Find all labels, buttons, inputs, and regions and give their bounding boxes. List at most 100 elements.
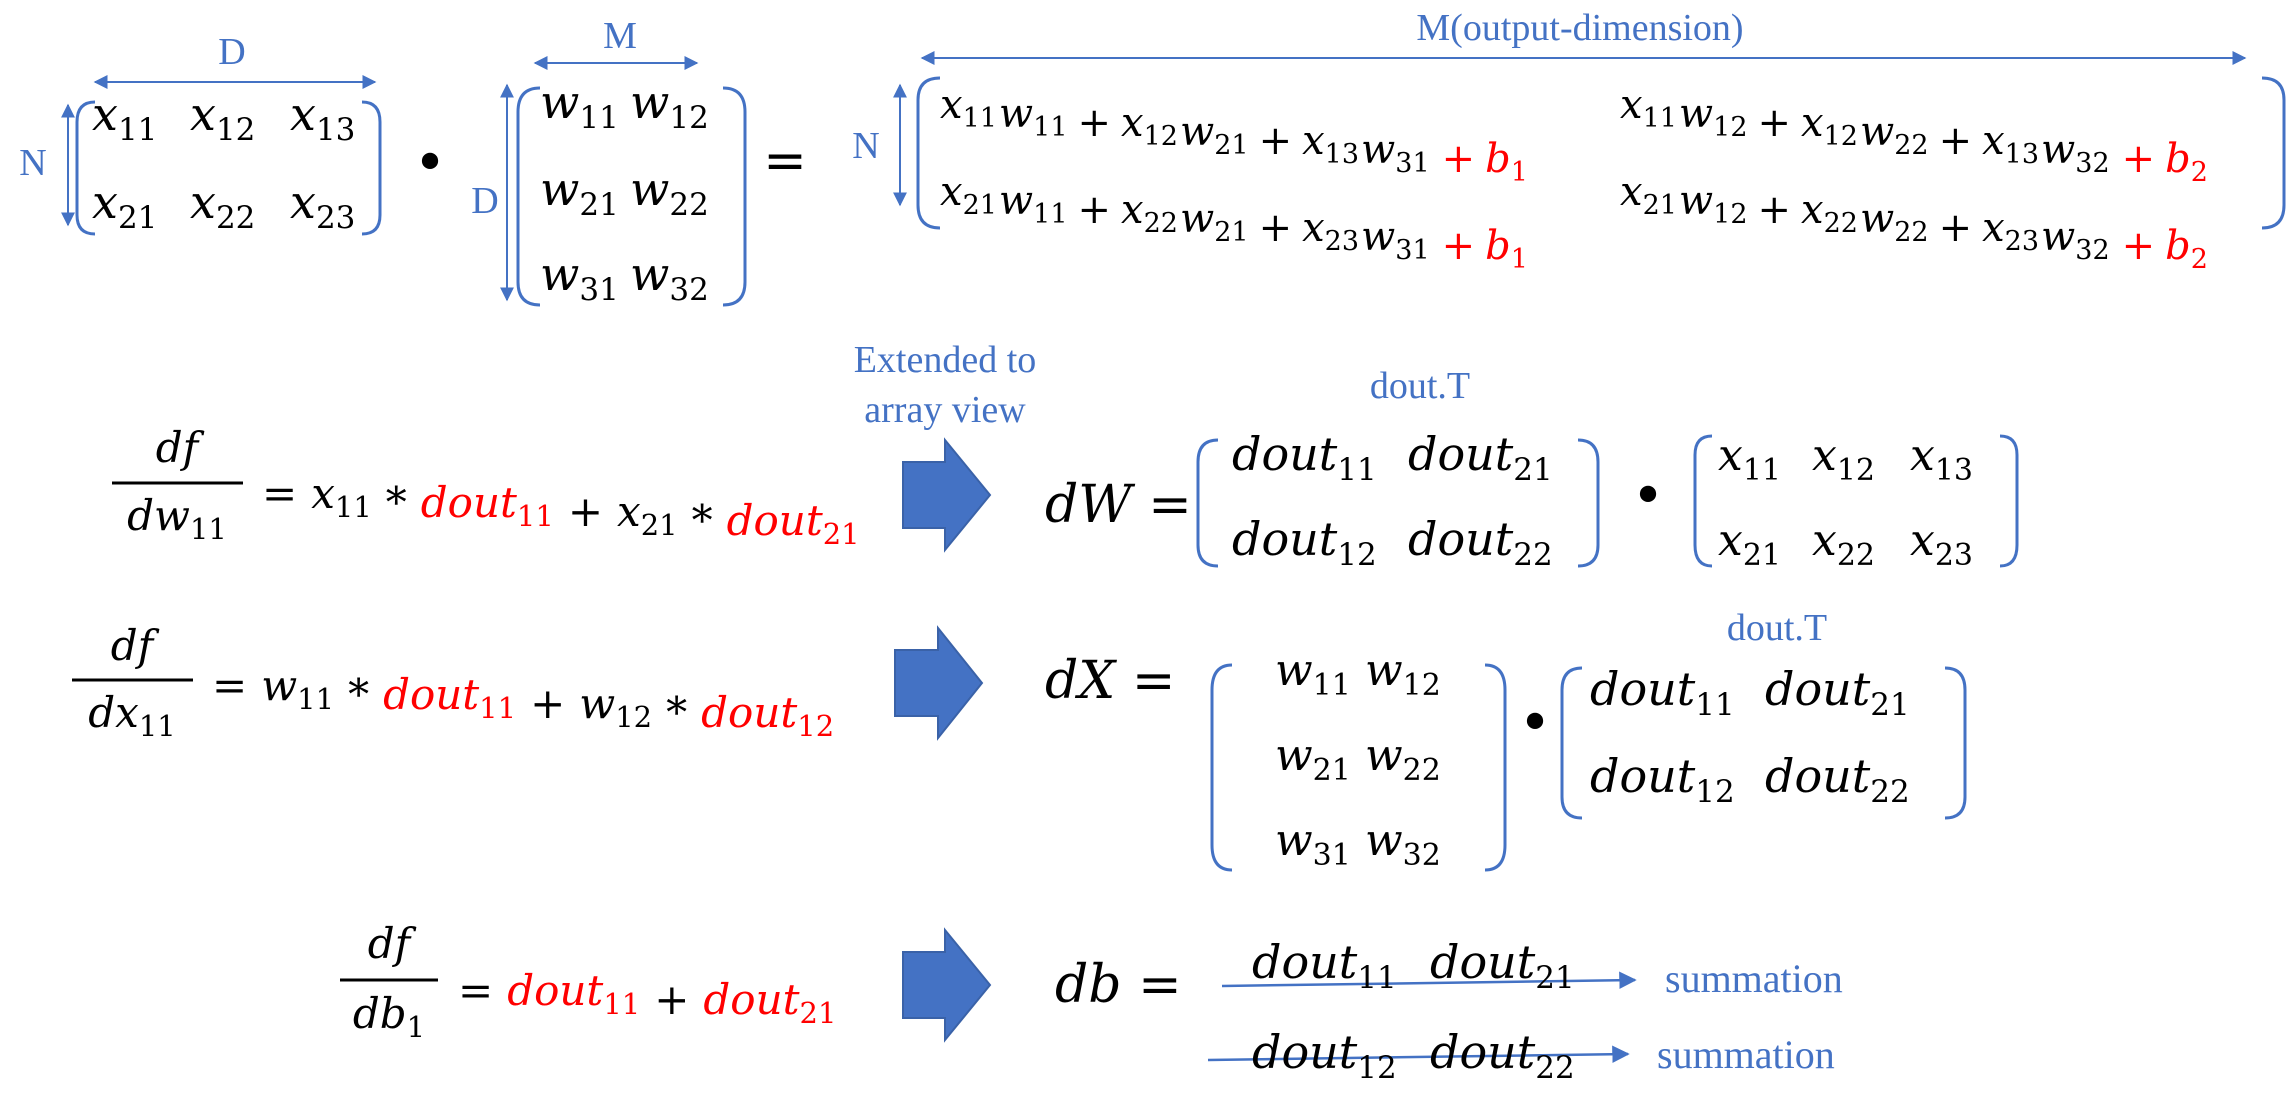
- matrix-x-cell: x22: [190, 175, 255, 236]
- math-symbol: w: [1679, 178, 1713, 224]
- fraction-numerator: df: [156, 423, 205, 472]
- math-symbol: w: [1361, 127, 1395, 173]
- math-symbol: x: [1910, 430, 1935, 481]
- dim-label-D: D: [218, 31, 245, 73]
- math-symbol: dout: [1765, 749, 1871, 803]
- math-subscript: 11: [1695, 687, 1734, 723]
- math-subscript: 11: [190, 512, 227, 546]
- math-subscript: 11: [139, 709, 176, 743]
- math-symbol: df: [111, 621, 160, 670]
- math-symbol: w: [540, 247, 579, 301]
- math-symbol: dout: [1232, 427, 1338, 481]
- summation-label-1: summation: [1665, 956, 1843, 1001]
- result-cell: x21w12+x22w22+x23w32+b2: [1620, 169, 2208, 275]
- math-symbol: w: [1180, 109, 1214, 155]
- math-symbol: x: [1302, 205, 1325, 251]
- dW-x-right-bracket: [1999, 434, 2019, 568]
- math-symbol: b: [1485, 136, 1511, 182]
- math-symbol: w: [1275, 730, 1313, 781]
- math-subscript: 12: [1403, 668, 1441, 703]
- dW-x-cell: x11: [1718, 430, 1781, 488]
- math-subscript: 21: [1214, 130, 1248, 161]
- math-symbol: dout: [383, 670, 479, 719]
- math-operator: *: [348, 670, 369, 719]
- math-symbol: x: [1718, 515, 1743, 566]
- math-operator: *: [386, 478, 407, 527]
- math-symbol: dout: [1430, 935, 1536, 989]
- result-cell: x11w12+x12w22+x13w32+b2: [1620, 82, 2208, 188]
- math-symbol: dx: [88, 688, 139, 737]
- math-symbol: w: [1361, 214, 1395, 260]
- math-symbol: dout: [1430, 1025, 1536, 1079]
- math-subscript: 23: [1935, 538, 1973, 573]
- math-symbol: w: [1275, 815, 1313, 866]
- math-subscript: 21: [800, 996, 837, 1030]
- dX-dout-right-bracket: [1944, 666, 1967, 820]
- math-subscript: 11: [1337, 452, 1376, 488]
- result-cell: x21w11+x22w21+x23w31+b1: [940, 169, 1528, 275]
- math-subscript: 23: [1325, 226, 1359, 257]
- math-operator: +: [1939, 205, 1973, 251]
- math-symbol: w: [630, 162, 669, 216]
- math-symbol: dout: [1408, 427, 1514, 481]
- matrix-w-left-bracket: [516, 86, 541, 307]
- math-subscript: 11: [603, 987, 640, 1021]
- dot-operator-dW: •: [1631, 464, 1664, 529]
- math-subscript: 21: [118, 200, 157, 236]
- extended-label-line-1: Extended to: [854, 339, 1037, 381]
- math-symbol: w: [630, 75, 669, 129]
- dX-w-cell: w31: [1275, 815, 1351, 873]
- math-subscript: 21: [1643, 190, 1677, 221]
- math-subscript: 22: [1144, 208, 1178, 239]
- math-subscript: 21: [823, 517, 860, 551]
- math-subscript: 12: [1713, 112, 1747, 143]
- matrix-x-right-bracket: [361, 100, 382, 236]
- math-subscript: 31: [1313, 838, 1351, 873]
- math-subscript: 12: [1144, 121, 1178, 152]
- math-subscript: 11: [479, 691, 516, 725]
- transpose-label-2: dout.T: [1727, 607, 1827, 649]
- dW-x-left-bracket: [1693, 434, 1713, 568]
- implies-arrow-3: [902, 927, 992, 1043]
- math-subscript: 12: [1337, 537, 1376, 573]
- summation-arrow-2: [1207, 1045, 1630, 1063]
- result-left-bracket: [916, 76, 941, 230]
- math-symbol: x: [940, 169, 963, 215]
- math-symbol: w: [2041, 214, 2075, 260]
- dW-x-cell: x21: [1718, 515, 1781, 573]
- dot-operator-dX: •: [1518, 691, 1551, 756]
- math-symbol: w: [999, 91, 1033, 137]
- extended-label-line-2: array view: [864, 389, 1026, 431]
- math-symbol: x: [1812, 430, 1837, 481]
- math-symbol: x: [1982, 118, 2005, 164]
- math-subscript: 11: [1357, 960, 1396, 996]
- math-symbol: dout: [1765, 662, 1871, 716]
- db-dout-cell: dout22: [1430, 1025, 1575, 1086]
- summation-arrow-1: [1221, 971, 1637, 989]
- derivative-expression: =dout11+dout21: [458, 966, 836, 1030]
- math-subscript: 22: [1894, 217, 1928, 248]
- fraction-numerator: df: [368, 919, 417, 968]
- math-symbol: x: [617, 487, 641, 536]
- math-symbol: w: [261, 661, 297, 710]
- dX-dout-cell: dout21: [1765, 662, 1910, 723]
- math-subscript: 2: [2191, 157, 2208, 188]
- result-right-bracket: [2261, 76, 2286, 230]
- math-subscript: 12: [216, 112, 255, 148]
- math-subscript: 23: [316, 200, 355, 236]
- math-subscript: 12: [797, 709, 834, 743]
- math-subscript: 11: [297, 682, 334, 716]
- math-operator: +: [1758, 100, 1792, 146]
- dX-w-cell: w21: [1275, 730, 1351, 788]
- math-subscript: 23: [2005, 226, 2039, 257]
- summation-label-2: summation: [1657, 1032, 1835, 1077]
- math-operator: +: [568, 487, 603, 536]
- math-symbol: b: [1485, 223, 1511, 269]
- math-operator: +: [1939, 118, 1973, 164]
- math-subscript: 11: [118, 112, 157, 148]
- derivative-expression: =w11*dout11+w12*dout12: [212, 661, 834, 743]
- math-symbol: w: [540, 75, 579, 129]
- math-subscript: 11: [963, 103, 997, 134]
- implies-arrow-2: [894, 625, 984, 741]
